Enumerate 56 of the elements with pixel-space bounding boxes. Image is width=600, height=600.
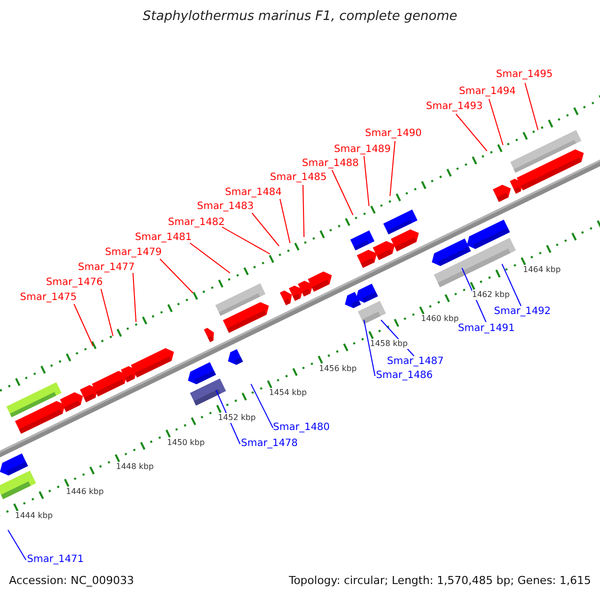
leader-line [302,184,304,238]
leader-line [252,212,280,246]
gene-label: Smar_1486 [376,370,433,382]
title: Staphylothermus marinus F1, complete genome [142,9,458,25]
leader-line [456,114,488,152]
leader-line [280,198,290,244]
gene-label: Smar_1477 [78,262,135,274]
gene-label: Smar_1491 [458,323,515,335]
gene-label: Smar_1478 [241,438,298,450]
gene-label: Smar_1494 [459,86,516,98]
leader-line [332,170,354,216]
leader-line [502,264,522,306]
gene-label: Smar_1483 [197,201,254,213]
leader-line [190,242,230,274]
gene-label: Smar_1485 [270,172,327,184]
gene-label: Smar_1475 [20,292,77,304]
leader-line [8,530,26,560]
gene-label: Smar_1490 [365,128,422,140]
gene-label: Smar_1492 [494,306,551,318]
leader-line [524,82,538,130]
scale-label: 1450 kbp [167,438,205,448]
scale-label: 1452 kbp [218,413,256,423]
scale-label: 1444 kbp [15,511,53,521]
genome-summary-text: Topology: circular; Length: 1,570,485 bp; Genes: 1,615 [288,574,591,588]
gene-label: Smar_1481 [135,232,192,244]
scale-label: 1456 kbp [319,364,357,374]
scale-label: 1462 kbp [472,290,510,300]
leader-line [364,156,370,206]
leader-line [462,268,486,322]
gene-label: Smar_1476 [46,277,103,289]
scale-label: 1460 kbp [421,314,459,324]
scale-label: 1464 kbp [523,265,561,275]
gene-label: Smar_1471 [27,554,84,566]
scale-label: 1454 kbp [269,388,307,398]
leader-line [222,226,270,254]
gene-label: Smar_1493 [426,101,483,113]
gene-label: Smar_1482 [168,217,225,229]
leader-line [74,304,94,346]
gene-label: Smar_1489 [334,144,391,156]
leader-line [250,384,274,428]
accession-text: Accession: NC_009033 [9,574,134,588]
leader-line [488,98,504,146]
leader-line [132,272,136,322]
gene-label: Smar_1480 [273,422,330,434]
leader-line [160,258,194,294]
gene-label: Smar_1484 [225,187,282,199]
gene-label: Smar_1495 [496,69,553,81]
scale-label: 1446 kbp [66,487,104,497]
gene-label: Smar_1488 [302,158,359,170]
gene-label: Smar_1479 [105,247,162,259]
leader-line [390,140,396,196]
gene-label: Smar_1487 [387,356,444,368]
scale-label: 1458 kbp [370,339,408,349]
scale-label: 1448 kbp [116,462,154,472]
leader-line [364,320,376,376]
leader-line [100,288,114,336]
